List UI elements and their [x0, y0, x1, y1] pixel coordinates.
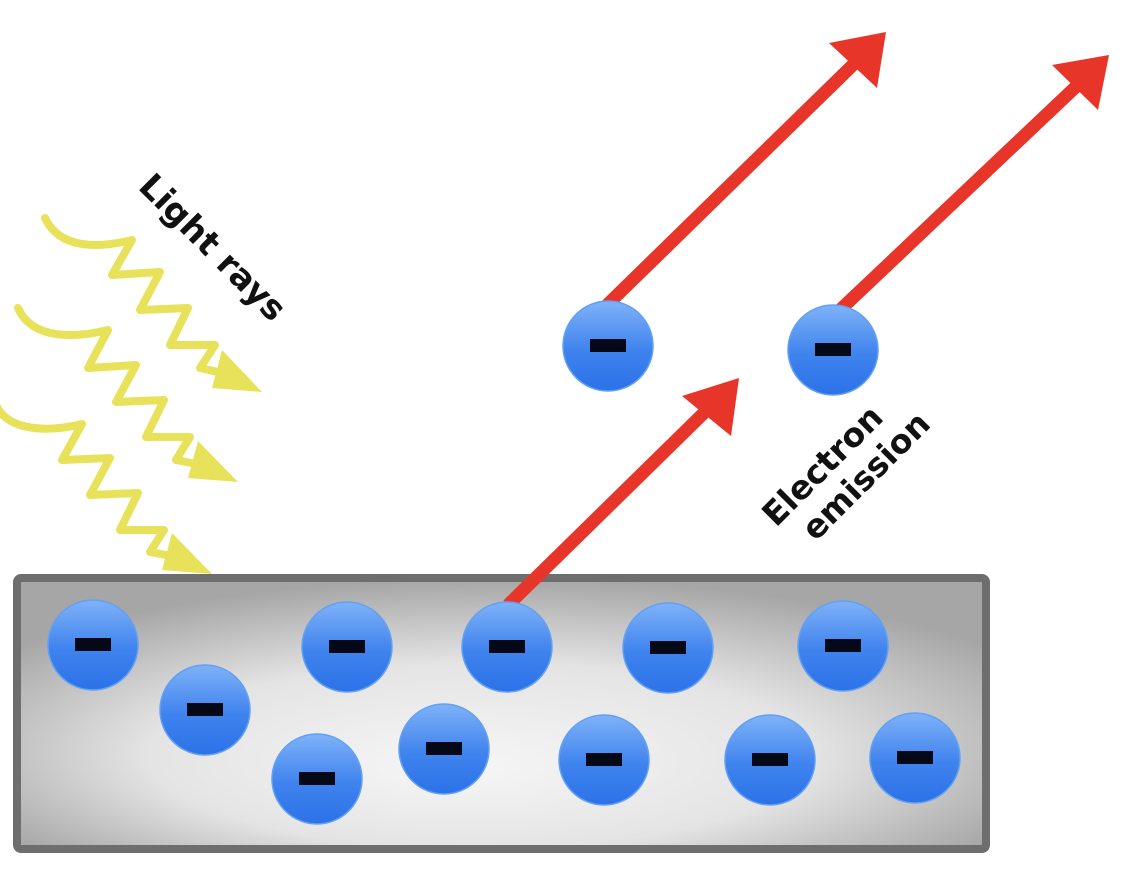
electron-emission-label: Electron emission — [754, 377, 938, 561]
emission-arrow-left — [602, 32, 886, 310]
light-rays — [0, 214, 262, 574]
emission-arrows — [503, 32, 1109, 610]
emitted-electron — [787, 304, 879, 396]
light-ray-arrowhead — [212, 350, 262, 392]
arrowhead — [1052, 55, 1109, 110]
electron — [869, 712, 961, 804]
electron — [47, 599, 139, 691]
arrowhead — [829, 32, 886, 88]
electron — [724, 714, 816, 806]
light-ray-2 — [14, 304, 238, 482]
light-ray-1 — [41, 214, 262, 392]
light-ray-3 — [0, 403, 212, 574]
light-ray-arrowhead — [162, 533, 212, 574]
electron — [398, 703, 490, 795]
emitted-electrons — [562, 300, 879, 396]
electron — [301, 601, 393, 693]
light-rays-label: Light rays — [131, 166, 294, 329]
emitted-electron — [562, 300, 654, 392]
electron — [797, 600, 889, 692]
electron — [461, 601, 553, 693]
electron — [622, 602, 714, 694]
arrowhead — [682, 378, 739, 436]
electron — [159, 664, 251, 756]
emission-arrow-inner — [503, 378, 739, 610]
emission-arrow-right — [835, 55, 1109, 315]
light-ray-arrowhead — [188, 441, 238, 482]
electron — [558, 714, 650, 806]
electron — [271, 733, 363, 825]
